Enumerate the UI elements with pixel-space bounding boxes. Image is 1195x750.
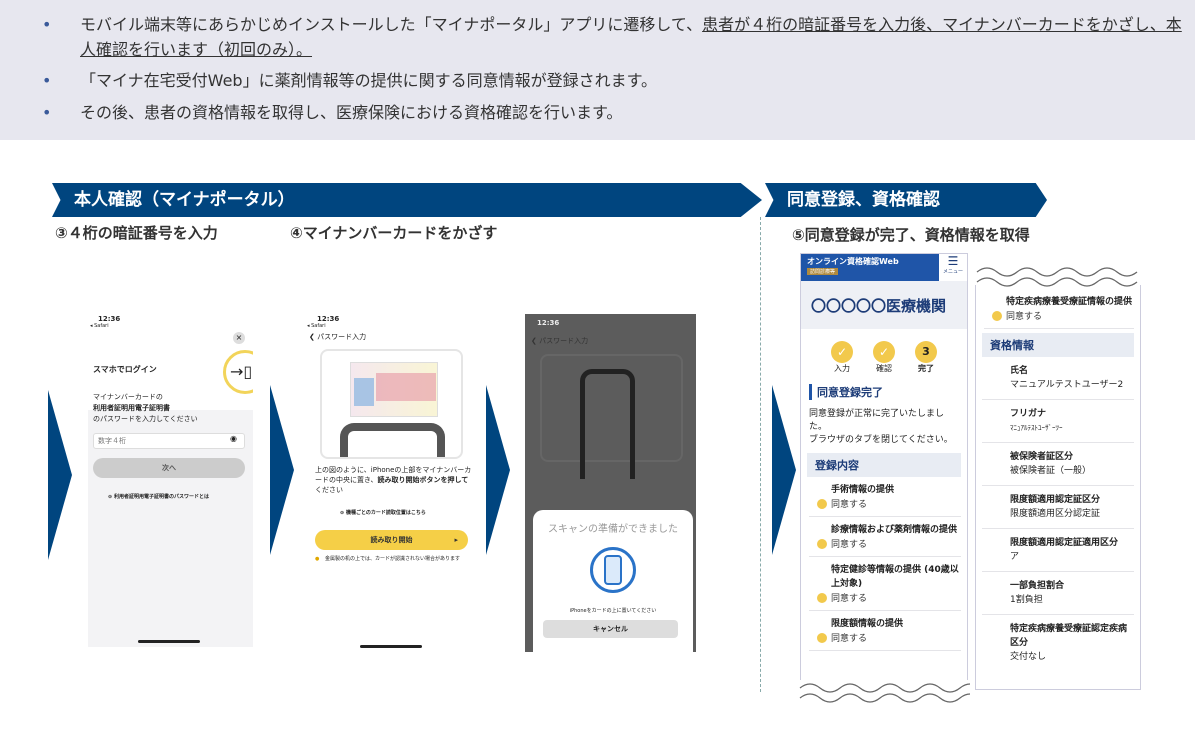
step-3-label: ③４桁の暗証番号を入力 [55,224,218,242]
consent-item: 診療情報および薬剤情報の提供同意する [809,517,961,557]
card-position-link[interactable]: ⊙ 機種ごとのカード読取位置はこちら [340,510,426,516]
org-name: 〇〇〇〇〇医療機関 [801,281,967,329]
check-icon [992,310,1002,321]
field-row: フリガナﾏﾆｭｱﾙﾃｽﾄﾕｰｻﾞｰﾂｰ [982,400,1134,443]
step-4-label: ④マイナンバーカードをかざす [290,224,498,242]
arrow-icon [772,385,796,555]
back-button[interactable]: ❮ パスワード入力 [309,333,367,341]
eligibility-info-page: 特定疾病療養受療証情報の提供同意する 資格情報 氏名マニュアルテストユーザー2 … [975,285,1141,690]
eye-icon[interactable]: ◉ [230,434,237,443]
consent-item: 限度額情報の提供同意する [809,611,961,651]
scan-sheet: スキャンの準備ができました iPhoneをカードの上に置いてください キャンセル [533,510,693,652]
divider [760,217,761,692]
field-row: 氏名マニュアルテストユーザー2 [982,357,1134,400]
banner-consent: 同意登録、資格確認 [765,183,1047,217]
login-door-icon: →▯ [223,350,253,394]
cancel-button[interactable]: キャンセル [543,620,678,638]
step-5-label: ⑤同意登録が完了、資格情報を取得 [792,226,1030,244]
field-row: 限度額適用認定証適用区分ア [982,529,1134,572]
close-icon[interactable]: × [233,332,245,344]
home-indicator [360,645,422,648]
consent-complete-page: オンライン資格確認Web 訪問診療等 ☰メニュー 〇〇〇〇〇医療機関 ✓入力 ✓… [800,253,968,690]
field-row: 被保険者証区分被保険者証（一般） [982,443,1134,486]
check-icon [817,632,827,643]
arrow-icon [270,385,294,555]
card-illustration [320,349,463,459]
home-indicator [138,640,200,643]
mode-badge: 訪問診療等 [807,268,839,275]
menu-button[interactable]: ☰メニュー [939,254,967,281]
arrow-icon [486,385,510,555]
phone-login-screen: 12:36 ◂ Safari × スマホでログイン →▯ マイナンバーカードの … [88,312,253,647]
phone-outline-icon [580,369,635,479]
check-icon [817,592,827,603]
scan-phone-icon [590,547,636,593]
phone-card-read-screen: 12:36 ◂ Safari ❮ パスワード入力 上の図のように、iPhoneの… [305,312,478,652]
consent-item: 特定疾病療養受療証情報の提供同意する [984,285,1134,329]
check-icon [817,498,827,509]
password-help-link[interactable]: ⊙ 利用者証明用電子証明書のパスワードとは [108,494,209,500]
summary-box: •モバイル端末等にあらかじめインストールした「マイナポータル」アプリに遷移して、… [0,0,1195,140]
next-button[interactable]: 次へ [93,458,245,478]
consent-item: 特定健診等情報の提供 (40歳以上対象)同意する [809,557,961,611]
phone-scan-screen: 12:36 ❮ パスワード入力 スキャンの準備ができました iPhoneをカード… [525,314,696,652]
start-reading-button[interactable]: 読み取り開始▸ [315,530,468,550]
bullet-underlined: 患者が４桁の暗証番号を入力後、マイナンバーカードをかざし、本人確認を行います（初… [80,15,1182,59]
banner-identity: 本人確認（マイナポータル） [52,183,762,217]
check-icon [817,538,827,549]
info-icon: ● [315,556,320,562]
pin-input[interactable] [93,433,245,449]
hamburger-icon: ☰ [947,254,959,268]
consent-item: 手術情報の提供同意する [809,477,961,517]
field-row: 限度額適用認定証区分限度額適用区分認定証 [982,486,1134,529]
wavy-break-top [976,267,1138,287]
bullet-text: モバイル端末等にあらかじめインストールした「マイナポータル」アプリに遷移して、 [80,15,703,34]
metal-note: ●金属製の机の上では、カードが認識されない場合があります [315,556,461,562]
arrow-icon [48,390,72,560]
wavy-break-bottom [798,680,970,708]
field-row: 特定疾病療養受療証認定疾病区分交付なし [1010,624,1128,662]
